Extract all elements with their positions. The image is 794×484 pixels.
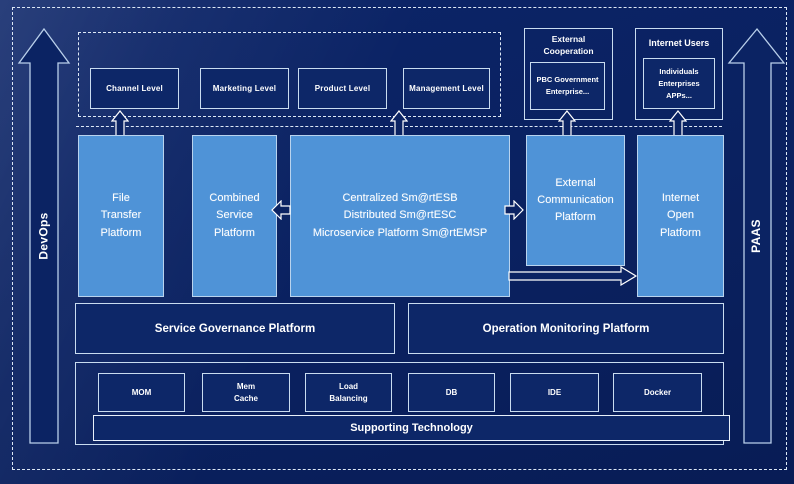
combined-service-platform-box: Combined Service Platform <box>192 135 277 297</box>
file-transfer-platform-box: File Transfer Platform <box>78 135 164 297</box>
right-flow-arrow-icon <box>508 266 638 286</box>
external-cooperation-title: External Cooperation <box>543 33 594 56</box>
tech-box-mem-cache: Mem Cache <box>202 373 290 412</box>
internet-users-inner-box: Individuals Enterprises APPs... <box>643 58 715 109</box>
tech-box-load-balancing: Load Balancing <box>305 373 392 412</box>
tech-box-mom: MOM <box>98 373 185 412</box>
level-box-marketing: Marketing Level <box>200 68 289 109</box>
supporting-technology-bar: Supporting Technology <box>93 415 730 441</box>
tech-box-docker: Docker <box>613 373 702 412</box>
level-box-product: Product Level <box>298 68 387 109</box>
up-arrow-icon <box>558 110 576 137</box>
devops-rail-label: DevOps <box>37 212 51 260</box>
external-cooperation-box: External Cooperation PBC Government Ente… <box>524 28 613 120</box>
devops-up-arrow-icon <box>17 27 71 444</box>
left-arrow-icon <box>271 200 291 220</box>
level-box-label: Management Level <box>409 84 484 93</box>
paas-rail: PAAS <box>727 27 785 445</box>
tech-box-db: DB <box>408 373 495 412</box>
up-arrow-icon <box>669 110 687 137</box>
levels-dashed-group <box>78 32 501 117</box>
service-governance-platform-box: Service Governance Platform <box>75 303 395 354</box>
paas-rail-label: PAAS <box>749 219 763 253</box>
supporting-technology-group <box>75 362 724 445</box>
level-box-management: Management Level <box>403 68 490 109</box>
internet-users-title: Internet Users <box>648 38 710 48</box>
internet-users-box: Internet Users Individuals Enterprises A… <box>635 28 723 120</box>
level-box-channel: Channel Level <box>90 68 179 109</box>
level-box-label: Product Level <box>314 84 371 93</box>
internet-open-platform-box: Internet Open Platform <box>637 135 724 297</box>
pbc-government-enterprise-box: PBC Government Enterprise... <box>530 62 605 110</box>
level-box-label: Channel Level <box>106 84 163 93</box>
external-communication-platform-box: External Communication Platform <box>526 135 625 266</box>
right-arrow-icon <box>504 200 524 220</box>
paas-up-arrow-icon <box>727 27 785 444</box>
centralized-esb-platform-box: Centralized Sm@rtESB Distributed Sm@rtES… <box>290 135 510 297</box>
up-arrow-icon <box>111 110 129 137</box>
level-box-label: Marketing Level <box>212 84 277 93</box>
operation-monitoring-platform-box: Operation Monitoring Platform <box>408 303 724 354</box>
tech-box-ide: IDE <box>510 373 599 412</box>
devops-rail: DevOps <box>17 27 71 445</box>
up-arrow-icon <box>390 110 408 137</box>
outer-dashed-boundary <box>12 7 787 470</box>
